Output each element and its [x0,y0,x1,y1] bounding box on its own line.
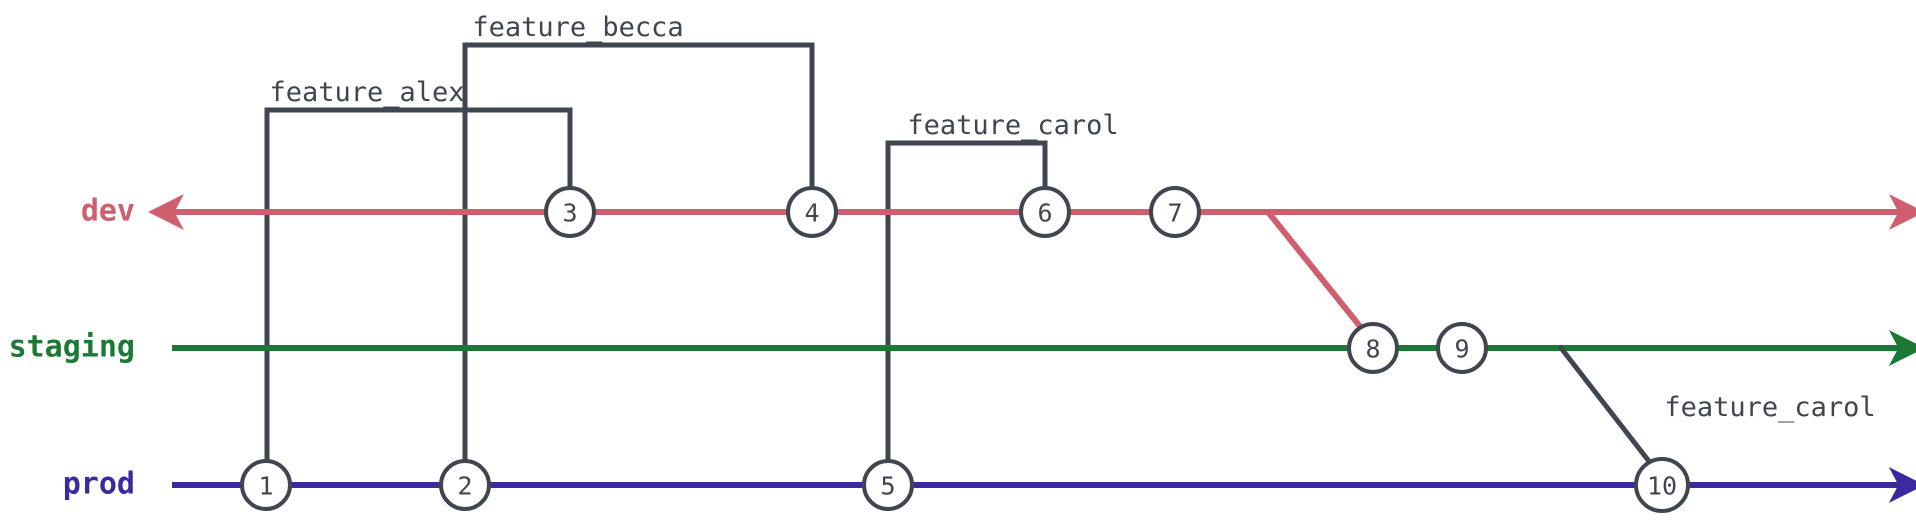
commit-circle[interactable] [439,459,491,511]
commit-node-6[interactable]: 6 [1019,186,1071,238]
feature-branch-path-alex [264,107,573,485]
commit-circle[interactable] [544,186,596,238]
commit-node-9[interactable]: 9 [1436,322,1488,374]
commit-circle[interactable] [1436,322,1488,374]
commit-label: 2 [457,472,472,501]
commit-circle[interactable] [1634,457,1690,513]
commit-node-7[interactable]: 7 [1149,186,1201,238]
commit-label: 3 [562,199,577,228]
commit-node-4[interactable]: 4 [786,186,838,238]
feature-label-carol-merge: feature_carol [1664,392,1875,423]
branch-label-staging: staging [9,330,135,365]
commit-circle[interactable] [1019,186,1071,238]
commit-label: 1 [258,472,273,501]
commit-circle[interactable] [240,459,292,511]
commit-circle[interactable] [862,459,914,511]
branch-label-prod: prod [63,467,135,502]
commit-label: 10 [1647,472,1677,501]
commit-node-8[interactable]: 8 [1347,322,1399,374]
branch-line-layer [148,194,1916,503]
commit-circle[interactable] [1149,186,1201,238]
commit-circle[interactable] [786,186,838,238]
commit-node-5[interactable]: 5 [862,459,914,511]
merge-line-dev-to-staging [1265,209,1374,343]
commit-label: 6 [1037,199,1052,228]
commit-node-layer: 1 2 3 4 5 6 7 [240,186,1690,513]
commit-node-2[interactable]: 2 [439,459,491,511]
feature-label-layer: feature_alex feature_becca feature_carol… [269,12,1875,423]
commit-circle[interactable] [1347,322,1399,374]
commit-label: 5 [880,472,895,501]
commit-node-10[interactable]: 10 [1634,457,1690,513]
feature-label-carol: feature_carol [907,110,1118,141]
commit-node-3[interactable]: 3 [544,186,596,238]
commit-label: 4 [804,199,819,228]
commit-label: 8 [1365,335,1380,364]
feature-label-alex: feature_alex [269,77,464,108]
merge-line-staging-to-prod [1558,345,1658,472]
merge-line-layer [1265,209,1658,472]
commit-node-1[interactable]: 1 [240,459,292,511]
feature-label-becca: feature_becca [472,12,683,43]
feature-branch-path-carol [885,140,1048,461]
commit-label: 7 [1167,199,1182,228]
feature-branch-path-becca [462,42,815,485]
branch-label-dev: dev [81,194,135,229]
feature-branch-layer [264,42,1048,485]
commit-label: 9 [1454,335,1469,364]
branch-label-layer: dev staging prod [9,194,135,502]
